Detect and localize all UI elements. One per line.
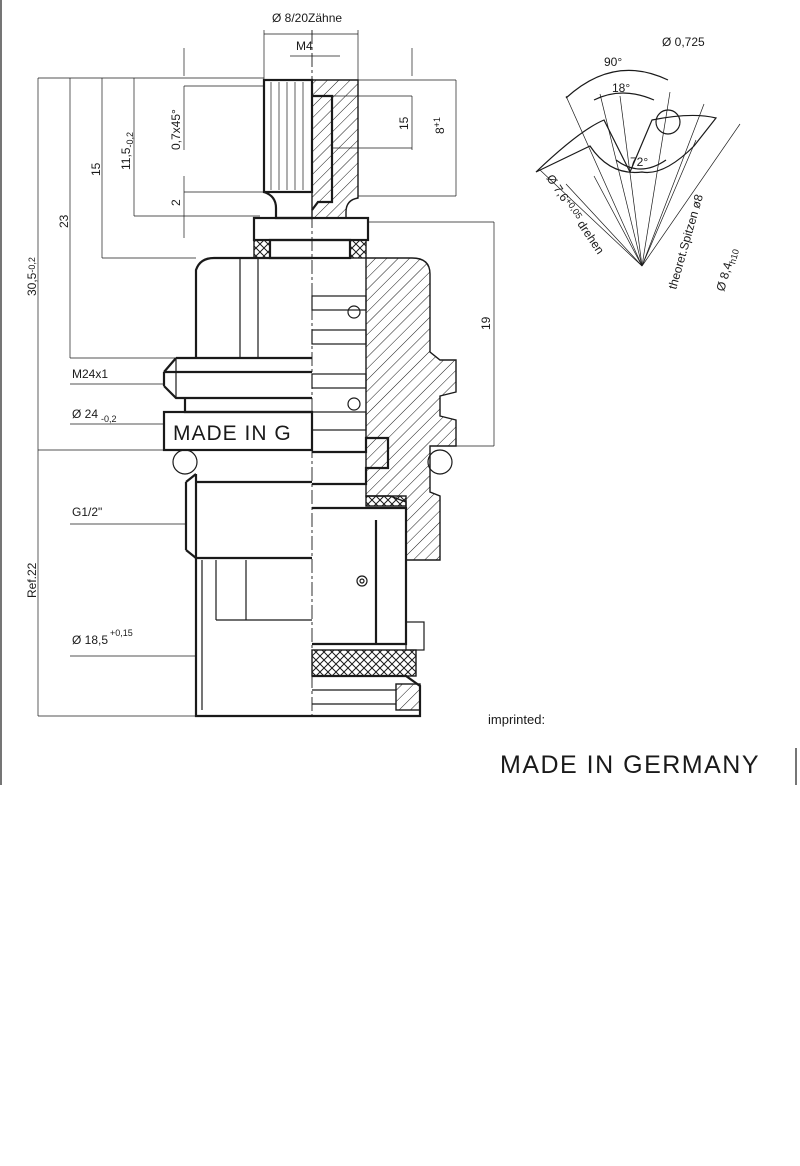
imprint-label: imprinted: bbox=[488, 712, 545, 727]
stem-spline-teeth bbox=[270, 82, 304, 190]
spline-rays bbox=[539, 91, 741, 267]
label-dim-11-5: 11,5-0,2 bbox=[119, 132, 135, 170]
base-cap-section bbox=[395, 683, 421, 711]
label-theor-tips: theoret.Spitzen ø8 bbox=[665, 192, 706, 290]
imprint-text: MADE IN GERMANY bbox=[500, 751, 760, 779]
label-m4: M4 bbox=[296, 39, 313, 53]
head-lower bbox=[268, 238, 352, 260]
tooth-profile bbox=[535, 114, 718, 174]
arc-90 bbox=[565, 69, 669, 99]
label-dia-24: Ø 24-0,2 bbox=[72, 407, 117, 424]
inner-slot-1 bbox=[311, 295, 367, 311]
check-pin-circle bbox=[655, 109, 681, 135]
ring-right bbox=[405, 621, 425, 651]
dimension-lines bbox=[37, 30, 495, 717]
stem-section bbox=[311, 79, 359, 219]
label-dia-18-5: Ø 18,5+0,15 bbox=[72, 628, 133, 647]
thread-m24 bbox=[162, 356, 312, 400]
label-chamfer: 0,7x45° bbox=[169, 109, 183, 150]
stem bbox=[262, 78, 359, 220]
body-section bbox=[365, 257, 457, 561]
body-upper-left bbox=[194, 256, 312, 358]
body-step bbox=[183, 398, 312, 414]
label-dim-30-5: 30,5-0,2 bbox=[25, 257, 39, 296]
o-ring-right bbox=[427, 449, 453, 475]
label-dia-8-4: Ø 8,4h10 bbox=[713, 246, 741, 293]
label-angle-90: 90° bbox=[604, 55, 622, 69]
stamp-band bbox=[162, 410, 314, 452]
seal-right bbox=[349, 239, 367, 259]
label-ref-22: Ref.22 bbox=[25, 562, 39, 598]
stamp-text: MADE IN G bbox=[173, 422, 292, 445]
label-angle-18: 18° bbox=[612, 81, 630, 95]
thread-g12 bbox=[184, 473, 312, 560]
spline-detail: 90° 18° 72° Ø 0,725 Ø 7,6+0,05 drehen th… bbox=[535, 35, 741, 293]
inner-disk-upper bbox=[312, 436, 390, 486]
gasket-1 bbox=[365, 495, 407, 507]
label-dim-15-left: 15 bbox=[89, 162, 103, 176]
label-dia-7-6: Ø 7,6+0,05 drehen bbox=[544, 172, 608, 257]
arc-18 bbox=[593, 92, 655, 101]
label-dim-19: 19 bbox=[479, 316, 493, 330]
label-g12: G1/2" bbox=[72, 505, 102, 519]
label-dim-15-right: 15 bbox=[397, 116, 411, 130]
label-dim-8: 8+1 bbox=[432, 117, 447, 134]
label-dim-23: 23 bbox=[57, 214, 71, 228]
arc-72 bbox=[615, 159, 667, 170]
label-m24: M24x1 bbox=[72, 367, 108, 381]
head-upper bbox=[252, 216, 370, 242]
o-ring-left bbox=[172, 449, 198, 475]
stem-neck bbox=[263, 190, 312, 220]
seal-left bbox=[253, 239, 271, 259]
inner-cartridge bbox=[312, 506, 408, 646]
label-angle-72: 72° bbox=[630, 155, 648, 169]
inner-slot-4 bbox=[311, 411, 367, 431]
ball-2 bbox=[347, 397, 361, 411]
seal-bottom bbox=[311, 649, 417, 677]
label-dia-0725: Ø 0,725 bbox=[662, 35, 705, 49]
body-section-view bbox=[311, 257, 457, 718]
rivet-mark bbox=[356, 575, 368, 587]
inner-slot-3 bbox=[311, 373, 367, 389]
label-teeth: Ø 8/20Zähne bbox=[272, 11, 342, 25]
body-outside-view: MADE IN G bbox=[162, 256, 314, 718]
inner-slot-2 bbox=[311, 329, 367, 345]
stem-m4-bore bbox=[311, 94, 334, 211]
ball-1 bbox=[347, 305, 361, 319]
label-dim-2: 2 bbox=[169, 199, 183, 206]
lower-body-left bbox=[194, 558, 312, 718]
